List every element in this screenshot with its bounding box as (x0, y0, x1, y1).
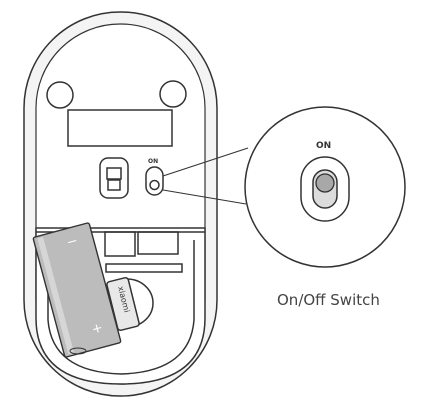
mouse-label-window (67, 109, 173, 147)
zoom-leader-lines (162, 147, 249, 205)
mouse-foot-left (46, 81, 74, 109)
battery-highlight (37, 236, 75, 355)
battery-minus-symbol: − (65, 233, 79, 250)
mouse-power-switch-knob (149, 179, 160, 191)
mouse-power-switch (145, 166, 164, 196)
aa-battery: − + (32, 222, 122, 358)
battery-end-cap (69, 347, 87, 355)
battery-plus-symbol: + (90, 320, 104, 337)
mouse-foot-right (159, 80, 187, 108)
switch-caption: On/Off Switch (277, 291, 380, 309)
battery-body (32, 222, 122, 358)
mouse-switch-on-label: ON (148, 158, 158, 165)
compartment-inner-curve (47, 319, 195, 375)
compartment-block-2 (137, 231, 179, 255)
mouse-receiver-inner-lower (107, 179, 121, 191)
leader-line-bottom (162, 189, 247, 205)
mouse-receiver-inner (106, 167, 122, 180)
switch-zoom-view: ON (244, 106, 406, 268)
compartment-block-1 (104, 231, 136, 257)
leader-line-top (162, 147, 249, 177)
compartment-rail (105, 263, 183, 273)
zoom-on-label: ON (316, 141, 331, 151)
zoom-switch-knob (315, 173, 335, 193)
mouse-receiver-slot (99, 157, 129, 199)
